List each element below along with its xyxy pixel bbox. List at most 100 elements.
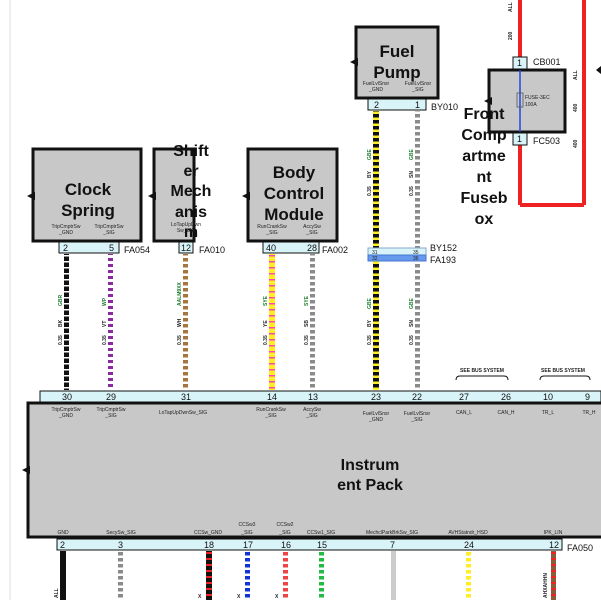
bottom-wire-label-3: X [237,594,241,600]
shifter-arrow-icon [148,192,156,200]
fusebox-title-2: Comp [461,127,507,144]
bcm-body [246,147,339,243]
ipc-bottom-pin-15: 15 [317,540,327,550]
ipc-top-name-8: CAN_L [456,410,472,416]
wire-6a-color: BY [367,170,373,178]
instrument-pack-module[interactable]: 30 29 31 14 13 23 22 27 26 10 9 TripCmpt… [22,390,601,553]
wire-ipc-parkbrk[interactable] [391,551,396,600]
clock-spring-connector-id: FA054 [124,245,150,255]
clock-spring-module[interactable]: Clock Spring TripCmptrSw _GND TripCmptrS… [27,147,150,255]
wire-3-color: WH [177,318,183,327]
wire-2-color: VT [102,321,108,327]
ipc-bottom-pin-18: 18 [204,540,214,550]
ipc-top-pin-9: 9 [585,392,590,402]
wire-ipc-secysw[interactable] [118,551,123,600]
fuel-pump-pin-2: 2 [374,100,379,110]
clock-spring-title-2: Spring [61,201,115,220]
wire-ipc-ccsw1[interactable] [319,551,324,600]
shifter-module[interactable]: Shift er Mech anis m LoTapUpDwn Sw_SIG 1… [148,143,225,255]
ipc-bottom-name-2: SecySw_SIG [106,530,136,536]
wire-1-circuit: GBR [58,295,64,307]
fusebox-module[interactable]: 1 CB001 FUSE-3EC 100A 1 FC503 Front Comp… [460,56,567,228]
fuel-pump-module[interactable]: Fuel Pump FuelLvlSnsr _GND FuelLvlSnsr _… [350,25,458,112]
bcm-arrow-icon [242,192,250,200]
ipc-bottom-name-4b: _SIG [240,530,253,536]
ipc-bottom-name-5b: _SIG [278,530,291,536]
inline-pin-32: 32 [372,256,378,262]
ipc-top-pin-30: 30 [62,392,72,402]
wire-ipc-ccsw3[interactable] [245,551,250,600]
wire-5-color: SB [304,320,310,327]
wire-ipc-lin[interactable] [551,551,556,600]
inline-connector[interactable]: 31 35 32 36 BY152 FA193 [367,243,457,265]
shifter-title-2: er [183,163,198,180]
inline-pin-36: 36 [413,256,419,262]
wire-4-size: 0.35 [263,335,269,345]
ipc-bottom-pin-24: 24 [464,540,474,550]
wire-7b-size: 0.35 [409,335,415,345]
wire-6b-size: 0.35 [367,335,373,345]
bcm-pin28-name-2: _SIG [305,230,318,236]
shifter-pin-name-2: Sw_SIG [177,228,195,234]
ipc-bottom-name-3: CCSw_GND [194,530,222,536]
wire-ipc-ccsw-gnd[interactable] [206,551,212,600]
wire-3-size: 0.35 [177,335,183,345]
ipc-top-name-7a: FuelLvlSnsr [404,411,431,417]
ipc-bottom-pin-7: 7 [390,540,395,550]
ipc-bottom-name-1: GND [57,530,69,536]
wire-shifter-sig[interactable]: 0.35 WH AALM9XX [177,254,188,390]
ipc-bottom-pin-12: 12 [549,540,559,550]
fusebox-connector-bottom: FC503 [533,136,560,146]
fuel-pump-pin2-name-2: _GND [368,87,383,93]
wire-7a-color: SN [409,171,415,178]
wire-clock-spring-gnd[interactable]: 0.35 BK GBR [58,254,69,390]
clock-spring-title-1: Clock [65,180,112,199]
wire-2-circuit: WP [102,297,108,306]
ipc-top-name-2a: TripCmptrSw [97,407,126,413]
shifter-connector-id: FA010 [199,245,225,255]
fusebox-title-4: nt [476,169,492,186]
ipc-top-name-4b: _SIG [264,413,277,419]
wire-3-circuit: AALM9XX [177,281,183,306]
bus-note-1: SEE BUS SYSTEM [460,368,504,374]
wire-clock-spring-sig[interactable]: 0.35 VT WP [102,254,113,390]
fuel-pump-pin-1: 1 [415,100,420,110]
fuel-pump-pin2-name-1: FuelLvlSnsr [363,81,390,87]
bcm-connector-id: FA002 [322,245,348,255]
bottom-wires[interactable]: ALL X X X AHXAHHN [54,551,556,600]
ipc-top-pin-14: 14 [267,392,277,402]
clock-spring-pin5-name-2: _SIG [102,230,115,236]
shifter-pin-12: 12 [181,243,191,253]
shifter-connector [178,241,194,254]
fuel-pump-connector [367,98,427,111]
wire-ipc-ccsw2[interactable] [283,551,288,600]
ipc-title-1: Instrum [341,457,400,474]
ipc-top-name-10: TR_L [542,410,554,416]
bcm-module[interactable]: Body Control Module RunCrankSw _SIG Accy… [242,147,348,255]
fusebox-arrow-icon [484,97,492,105]
ipc-top-connector [39,390,601,403]
clock-spring-pin5-name-1: TripCmptrSw [95,224,124,230]
ipc-bottom-connector-id: FA050 [567,543,593,553]
fusebox-wire-label-3: ALL [573,70,579,80]
fusebox-wire-label-4: 400 [573,103,579,112]
shifter-title-4: anis [175,204,207,221]
wire-ipc-avh[interactable] [466,551,471,600]
wire-bcm-accy[interactable]: 0.35 SB SYE [304,254,315,390]
ipc-bottom-pin-2: 2 [60,540,65,550]
ipc-bottom-name-7: MechclParkBrkSw_SIG [366,530,418,536]
continuation-arrow-icon [596,66,601,74]
wire-bcm-runcrank[interactable]: 0.35 YE SYE [263,254,275,390]
ipc-bottom-pin-16: 16 [281,540,291,550]
fuel-pump-connector-id: BY010 [431,102,458,112]
ipc-arrow-icon [22,466,30,474]
wire-ipc-gnd[interactable] [60,551,66,600]
fusebox-pin-top-label: 1 [517,58,522,68]
ipc-top-pin-27: 27 [459,392,469,402]
wire-6a-size: 0.35 [367,186,373,196]
ipc-bottom-name-8: AVHStatndr_HSD [448,530,488,536]
wire-7a-size: 0.35 [409,186,415,196]
ipc-body [26,401,601,539]
fuse-text-2: 100A [525,102,537,108]
